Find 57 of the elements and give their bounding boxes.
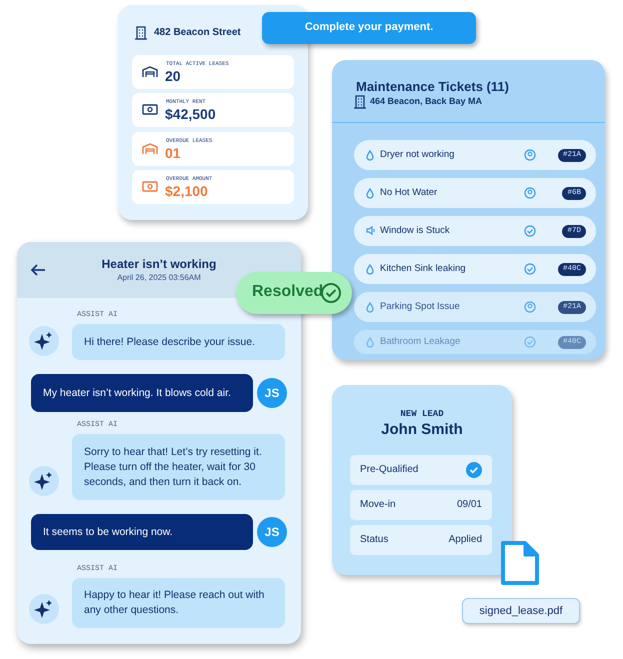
lead-name: John Smith: [380, 421, 464, 438]
assistant-message-bubble: [72, 578, 285, 628]
stat-tile: [132, 132, 294, 166]
field-label: Pre-Qualified: [360, 464, 418, 475]
lead-detail-row: [350, 490, 492, 520]
ticket-title: Bathroom Leakage: [380, 336, 460, 347]
field-label: Status: [360, 534, 388, 545]
ticket-title: Kitchen Sink leaking: [380, 263, 466, 274]
ticket-row: [354, 330, 596, 354]
lead-detail-row: [350, 525, 492, 555]
message-text: Hi there! Please describe your issue.: [84, 334, 255, 350]
banner-text: Complete your payment.: [304, 21, 434, 33]
user-avatar: [257, 517, 287, 547]
stat-tile: [132, 55, 294, 89]
notification-banner: [262, 12, 476, 44]
field-label: Move-in: [360, 499, 396, 510]
ticket-title: No Hot Water: [380, 187, 438, 198]
chat-timestamp: April 26, 2025 03:56AM: [116, 273, 202, 282]
ticket-title: Parking Spot Issue: [380, 301, 460, 312]
avatar-initials: JS: [264, 525, 280, 539]
assistant-message-bubble: [72, 434, 285, 500]
ticket-row: [354, 216, 596, 246]
user-avatar: [257, 378, 287, 408]
ticket-row: [354, 254, 596, 284]
lead-detail-row: [350, 455, 492, 485]
lead-card: [332, 385, 512, 575]
file-name: signed_lease.pdf: [478, 605, 564, 617]
avatar-initials: JS: [264, 386, 280, 400]
panel-heading: Maintenance Tickets (11): [356, 79, 509, 94]
assistant-message-bubble: [72, 324, 285, 360]
stat-value: $2,100: [165, 183, 208, 199]
chat-title: Heater isn’t working: [100, 257, 218, 271]
stat-value: 01: [165, 145, 181, 161]
field-value: Applied: [448, 534, 482, 545]
ticket-row: [354, 292, 596, 322]
address-text: 464 Beacon, Back Bay MA: [370, 96, 482, 106]
status-text: Resolved: [252, 283, 324, 301]
stat-tile: [132, 170, 294, 204]
stat-value: $42,500: [165, 106, 216, 122]
address-heading: 482 Beacon Street: [154, 27, 241, 38]
file-name-tag: [462, 598, 580, 624]
field-value: 09/01: [456, 499, 482, 510]
message-text: It seems to be working now.: [43, 524, 173, 540]
lead-tag: NEW LEAD: [332, 409, 512, 419]
message-text: Sorry to hear that! Let’s try resetting it. Please turn off the heater, wait for 30 seconds, and then turn it back on.: [84, 444, 263, 490]
ticket-title: Dryer not working: [380, 149, 454, 160]
stat-value: 20: [165, 68, 181, 84]
message-text: Happy to hear it! Please reach out with any other questions.: [84, 588, 266, 618]
status-badge: [236, 272, 352, 314]
ticket-row: [354, 178, 596, 208]
ticket-title: Window is Stuck: [380, 225, 450, 236]
user-message-bubble: [31, 374, 253, 412]
message-text: My heater isn’t working. It blows cold air.: [43, 386, 231, 400]
tickets-panel: [332, 60, 605, 360]
user-message-bubble: [31, 514, 253, 550]
ticket-row: [354, 140, 596, 170]
stat-tile: [132, 93, 294, 127]
